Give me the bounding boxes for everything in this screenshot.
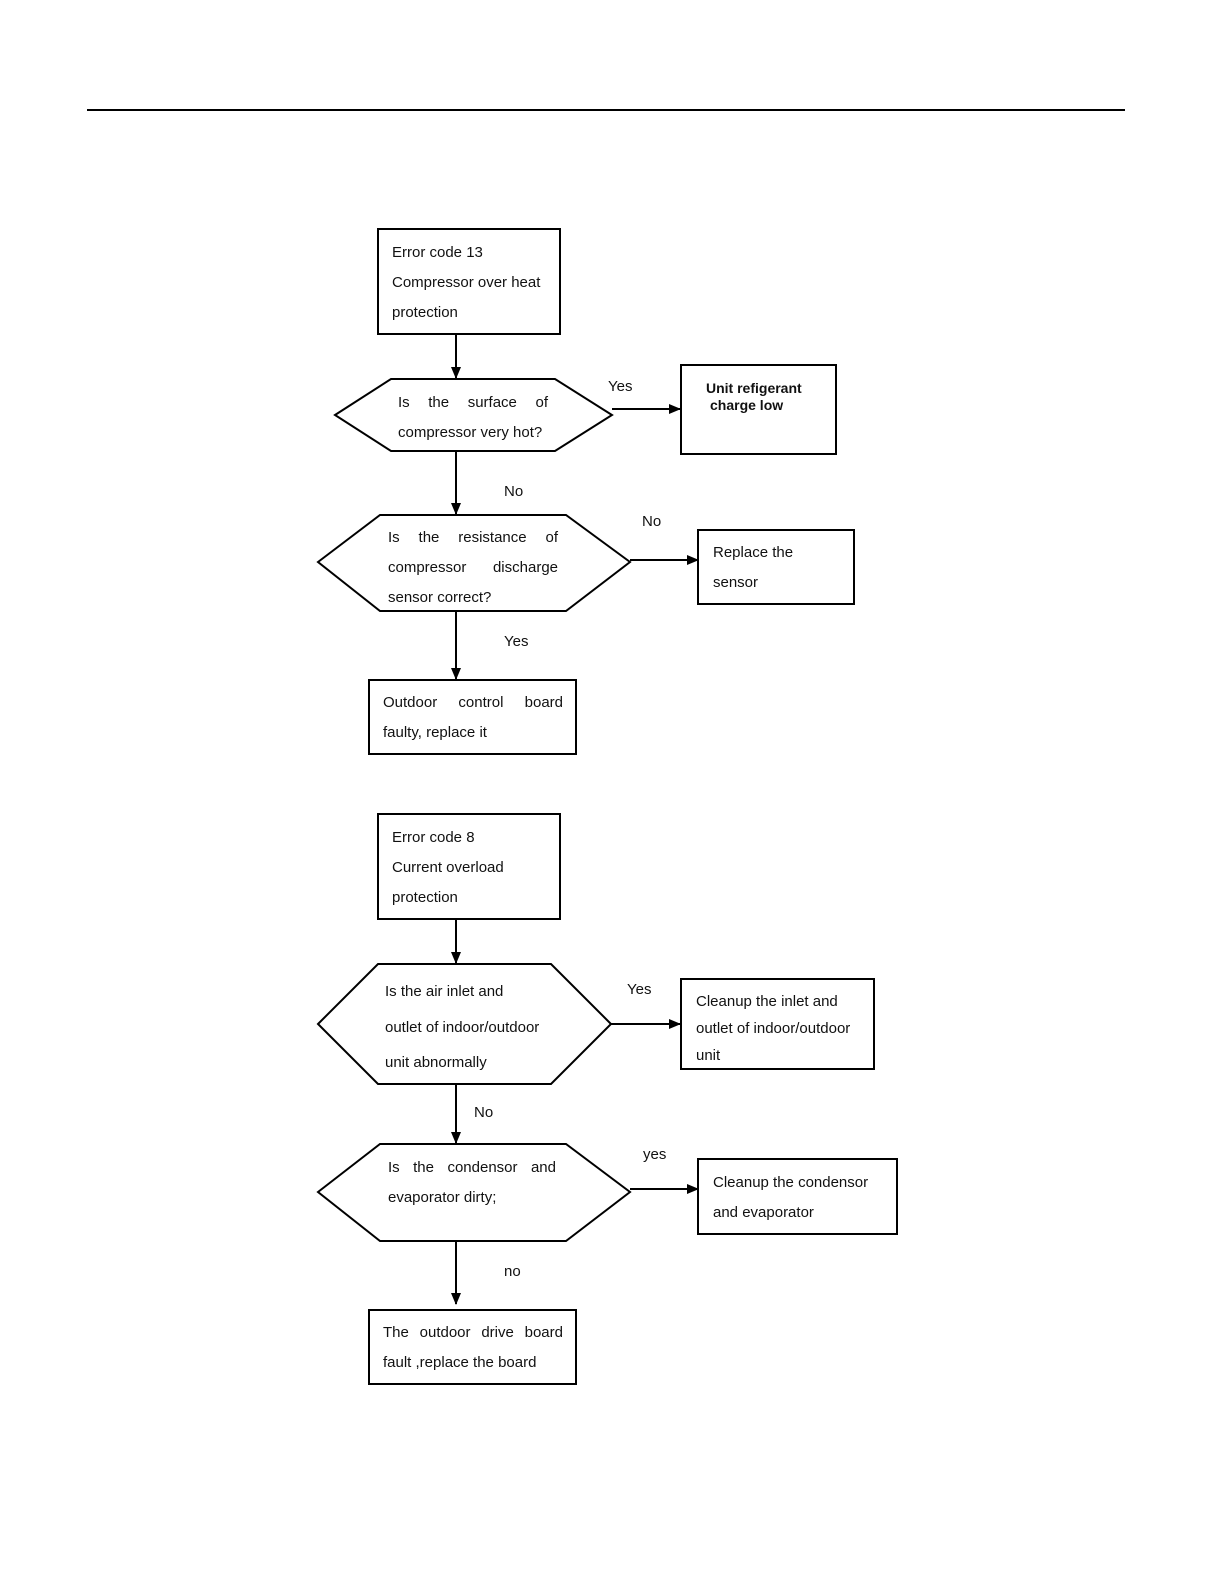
fc2-cleanup-inlet-box	[680, 978, 875, 1070]
fc1-control-board-line-1: Outdoor control board	[383, 694, 563, 711]
fc2-decision-air-line-2: outlet of indoor/outdoor	[385, 1019, 540, 1036]
fc1-refrigerant-line-2: charge low	[710, 397, 784, 413]
fc2-decision-air-line-1: Is the air inlet and	[385, 983, 504, 1000]
fc2-start-box	[377, 813, 561, 920]
fc1-control-board-box	[368, 679, 577, 755]
fc2-drive-board-line-2: fault ,replace the board	[383, 1354, 537, 1371]
fc1-control-board-line-2: faulty, replace it	[383, 724, 487, 741]
fc1-start-line-1: Error code 13	[392, 244, 483, 261]
fc2-cleanup-condensor-line-2: and evaporator	[713, 1204, 814, 1221]
fc2-no-dirty-label: no	[504, 1263, 521, 1280]
fc1-start-box	[377, 228, 561, 335]
fc1-replace-sensor-line-1: Replace the	[713, 544, 794, 561]
fc1-no-hot-label: No	[504, 483, 524, 500]
fc2-no-air-label: No	[474, 1104, 494, 1121]
fc1-refrigerant-box	[680, 364, 837, 455]
fc2-cleanup-inlet-line-2: outlet of indoor/outdoor	[696, 1020, 851, 1037]
fc1-decision-sensor-line-3: sensor correct?	[388, 589, 492, 606]
fc2-cleanup-condensor-line-1: Cleanup the condensor	[713, 1174, 869, 1191]
fc2-cleanup-inlet-line-3: unit	[696, 1047, 721, 1064]
fc1-decision-sensor-line-1: Is the resistance of	[388, 529, 558, 546]
fc1-refrigerant-line-1: Unit refigerant	[706, 380, 802, 396]
fc2-yes-dirty-label: yes	[643, 1146, 667, 1163]
fc1-start-line-3: protection	[392, 304, 458, 321]
fc2-start-line-3: protection	[392, 889, 458, 906]
fc1-decision-sensor-line-2: compressor discharge	[388, 559, 558, 576]
fc2-decision-dirty-line-1: Is the condensor and	[388, 1159, 556, 1176]
fc2-decision-dirty-shape	[316, 1143, 632, 1242]
fc1-decision-hot-line-2: compressor very hot?	[398, 424, 543, 441]
fc2-cleanup-condensor-box	[697, 1158, 898, 1235]
fc2-cleanup-inlet-line-1: Cleanup the inlet and	[696, 993, 838, 1010]
fc1-replace-sensor-line-2: sensor	[713, 574, 759, 591]
fc1-no-sensor-label: No	[642, 513, 662, 530]
fc1-start-line-2: Compressor over heat	[392, 274, 541, 291]
fc2-decision-air-line-3: unit abnormally	[385, 1054, 487, 1071]
fc2-drive-board-line-1: The outdoor drive board	[383, 1324, 563, 1341]
fc2-start-line-1: Error code 8	[392, 829, 475, 846]
fc2-decision-dirty-line-2: evaporator dirty;	[388, 1189, 497, 1206]
fc2-start-line-2: Current overload	[392, 859, 504, 876]
fc1-yes-hot-label: Yes	[608, 378, 633, 395]
fc1-replace-sensor-box	[697, 529, 855, 605]
fc1-yes-sensor-label: Yes	[504, 633, 529, 650]
fc1-decision-hot-shape	[333, 378, 614, 452]
fc2-yes-air-label: Yes	[627, 981, 652, 998]
fc2-drive-board-box	[368, 1309, 577, 1385]
fc1-decision-sensor-shape	[316, 514, 632, 612]
fc1-decision-hot-line-1: Is the surface of	[398, 394, 548, 411]
